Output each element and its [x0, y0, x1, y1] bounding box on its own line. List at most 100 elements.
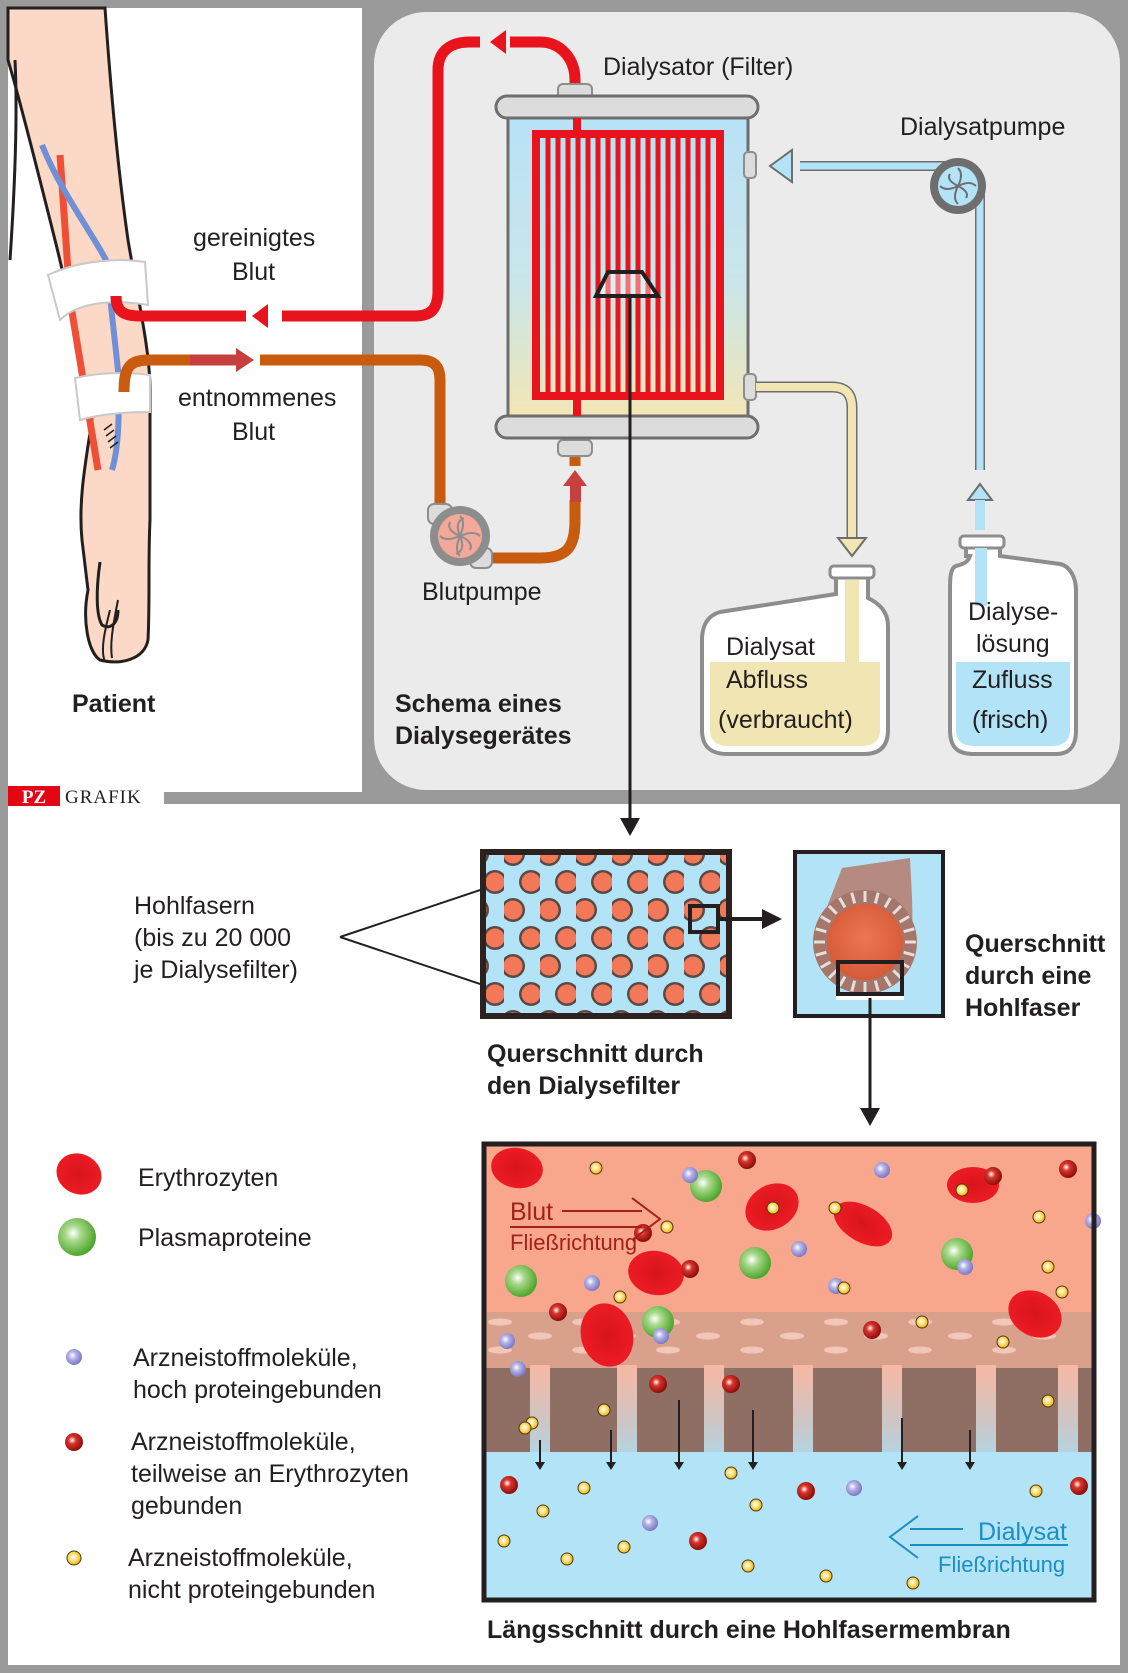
membrane-pore-spoke [903, 950, 915, 957]
drug-erythrocyte-bound [1059, 1160, 1077, 1178]
fiber-cross-section-caption-1: Querschnitt [965, 930, 1106, 958]
dialysate-region [484, 1452, 1094, 1600]
hollow-fibers-label-3: je Dialysefilter) [133, 956, 298, 984]
fiber-cross-section-caption-2: durch eine [965, 962, 1092, 990]
membrane-pore-spoke [850, 892, 857, 904]
fiber-cross-section-caption-3: Hohlfaser [965, 994, 1081, 1022]
fresh-bottle-line-1: Dialyse- [968, 598, 1058, 626]
micro-pore [740, 1318, 764, 1326]
legend: Erythrozyten Plasmaproteine Arzneistoffm… [56, 1153, 409, 1604]
filter-cross-section-caption-2: den Dialysefilter [487, 1072, 680, 1100]
legend-label-1: Arzneistoffmoleküle, [131, 1428, 356, 1456]
drug-unbound [819, 1569, 833, 1583]
fresh-bottle-line-2: lösung [976, 630, 1050, 658]
diffusion-arrowhead [535, 1462, 545, 1470]
legend-item-drug-erythrocyte-bound: Arzneistoffmoleküle, teilweise an Erythr… [65, 1428, 409, 1520]
membrane-pore-spoke [815, 927, 827, 934]
drug-unbound [1041, 1394, 1055, 1408]
erythrocyte-icon [56, 1153, 102, 1195]
drug-unbound [497, 1534, 511, 1548]
membrane-pore-spoke [892, 969, 903, 980]
drug-erythrocyte-bound-icon [65, 1433, 83, 1451]
membrane-pore-spoke [815, 950, 827, 957]
drug-unbound [660, 1220, 674, 1234]
membrane-pore-spoke [820, 915, 832, 924]
drug-protein-bound [846, 1480, 862, 1496]
waste-bottle-line-1: Dialysat [726, 633, 815, 661]
hollow-fibers-label-2: (bis zu 20 000 [134, 924, 291, 952]
legend-label-2: nicht proteingebunden [128, 1576, 375, 1604]
membrane-inner-layer [484, 1368, 1094, 1452]
legend-item-plasma-protein: Plasmaproteine [58, 1218, 312, 1256]
micro-pore [780, 1332, 804, 1340]
drug-unbound [766, 1201, 780, 1215]
legend-label: Plasmaproteine [138, 1224, 312, 1252]
drug-erythrocyte-bound [649, 1375, 667, 1393]
drug-protein-bound [499, 1333, 515, 1349]
drug-unbound [1041, 1260, 1055, 1274]
drawn-blood-label-1: entnommenes [178, 384, 336, 412]
legend-label-2: hoch proteingebunden [133, 1376, 382, 1404]
membrane-pore-spoke [883, 897, 892, 909]
legend-label-1: Arzneistoffmoleküle, [128, 1544, 353, 1572]
fresh-bottle-line-4: (frisch) [972, 706, 1048, 734]
drug-unbound [996, 1335, 1010, 1349]
blood-pump-label: Blutpumpe [422, 578, 542, 606]
membrane-pore [1058, 1365, 1078, 1455]
blood-flow-label: Blut [510, 1198, 553, 1226]
dialyzer-filter [494, 83, 760, 836]
membrane-pore-spoke [873, 892, 880, 904]
erythrocyte [580, 1303, 634, 1367]
diffusion-arrowhead [897, 1462, 907, 1470]
fresh-bottle-line-3: Zufluss [972, 666, 1053, 694]
waste-bottle: Dialysat Abfluss (verbraucht) [700, 564, 890, 756]
drug-protein-bound [874, 1162, 890, 1178]
hollow-fibers-label-1: Hohlfasern [134, 892, 255, 920]
erythrocyte [491, 1147, 543, 1189]
machine-title-1: Schema eines [395, 690, 562, 718]
grafik-logo-text: GRAFIK [65, 787, 142, 808]
membrane-frame [481, 1141, 1097, 1603]
drug-protein-bound [653, 1328, 669, 1344]
micro-pore [948, 1332, 972, 1340]
drug-unbound [536, 1504, 550, 1518]
drug-erythrocyte-bound [549, 1303, 567, 1321]
membrane-pore-spoke [873, 980, 880, 992]
drug-unbound [589, 1161, 603, 1175]
drug-protein-bound [584, 1275, 600, 1291]
legend-label: Erythrozyten [138, 1164, 278, 1192]
micro-pore [488, 1318, 512, 1326]
drug-unbound [828, 1201, 842, 1215]
fresh-bottle: Dialyse- lösung Zufluss (frisch) [948, 534, 1078, 756]
erythrocyte [628, 1250, 684, 1296]
micro-pore [696, 1332, 720, 1340]
waste-bottle-line-2: Abfluss [726, 666, 808, 694]
plasma-protein [690, 1170, 722, 1202]
diffusion-arrowhead [965, 1462, 975, 1470]
drug-erythrocyte-bound [863, 1321, 881, 1339]
membrane-pore [882, 1365, 902, 1455]
legend-item-erythrocyte: Erythrozyten [56, 1153, 278, 1195]
drug-protein-bound-icon [66, 1349, 82, 1365]
drug-protein-bound [642, 1515, 658, 1531]
erythrocyte [833, 1201, 893, 1247]
drug-erythrocyte-bound [722, 1375, 740, 1393]
drug-unbound [613, 1290, 627, 1304]
drawn-blood-tubing [118, 348, 587, 564]
drug-erythrocyte-bound [797, 1482, 815, 1500]
filter-cross-section [480, 849, 782, 1019]
drug-unbound [597, 1403, 611, 1417]
pz-logo-text: PZ [22, 787, 46, 808]
patient-title: Patient [72, 690, 156, 718]
drug-unbound [518, 1421, 532, 1435]
fiber-cross-section [793, 850, 945, 1126]
erythrocyte [1008, 1290, 1062, 1338]
membrane-pore [793, 1365, 813, 1455]
micro-pore [656, 1346, 680, 1354]
drug-unbound [1055, 1285, 1069, 1299]
clean-blood-tubing [110, 30, 581, 328]
dialysate-pump-icon [930, 158, 986, 214]
membrane-pore [617, 1365, 637, 1455]
drug-unbound [837, 1281, 851, 1295]
blood-flow-direction-label: Fließrichtung [510, 1230, 637, 1255]
